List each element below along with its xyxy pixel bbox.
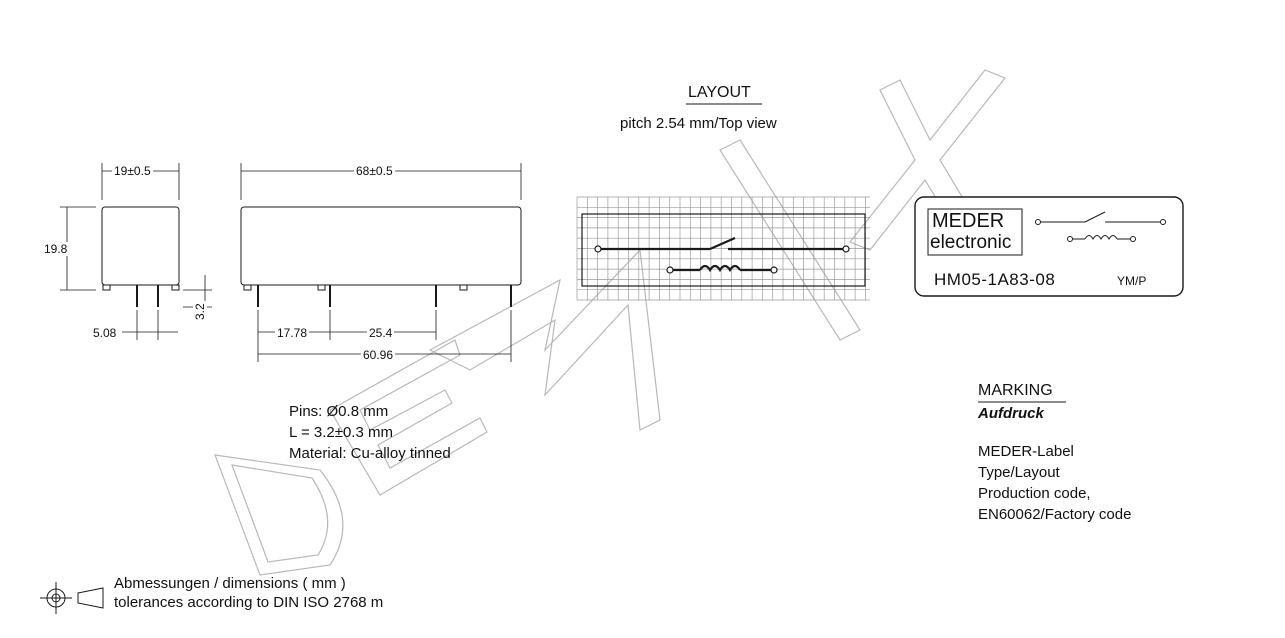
dim-width-top: 19±0.5 [112, 164, 153, 178]
layout-grid [576, 196, 870, 301]
dim-pitch-b: 25.4 [367, 326, 395, 340]
projection-symbol-icon [40, 582, 104, 614]
marking-line2: Type/Layout [978, 464, 1060, 481]
marking-line3: Production code, [978, 485, 1091, 502]
marking-title: MARKING [978, 382, 1053, 399]
label-brand-line1: MEDER [932, 210, 1005, 232]
footer-line2: tolerances according to DIN ISO 2768 m [114, 594, 384, 611]
layout-subtitle: pitch 2.54 mm/Top view [620, 115, 777, 132]
relay-side-view [60, 163, 212, 340]
marking-line4: EN60062/Factory code [978, 506, 1132, 523]
watermark-logo [214, 69, 1006, 576]
dim-length-top: 68±0.5 [354, 164, 395, 178]
marking-subtitle: Aufdruck [978, 405, 1044, 422]
meder-label [914, 196, 1184, 297]
pins-info-line2: L = 3.2±0.3 mm [289, 424, 393, 441]
footer-line1: Abmessungen / dimensions ( mm ) [114, 575, 346, 592]
layout-title: LAYOUT [688, 84, 751, 101]
pins-info-line3: Material: Cu-alloy tinned [289, 445, 451, 462]
label-code: YM/P [1117, 274, 1147, 288]
dim-height: 19.8 [42, 242, 70, 256]
label-brand-line2: electronic [930, 232, 1012, 253]
dim-pitch-a: 17.78 [275, 326, 310, 340]
label-type: HM05-1A83-08 [934, 270, 1056, 289]
dim-pin-total: 60.96 [361, 348, 396, 362]
dim-pin-spacing: 5.08 [91, 326, 119, 340]
dim-pin-length: 3.2 [193, 301, 207, 322]
pins-info-line1: Pins: Ø0.8 mm [289, 403, 389, 420]
marking-line1: MEDER-Label [978, 443, 1074, 460]
